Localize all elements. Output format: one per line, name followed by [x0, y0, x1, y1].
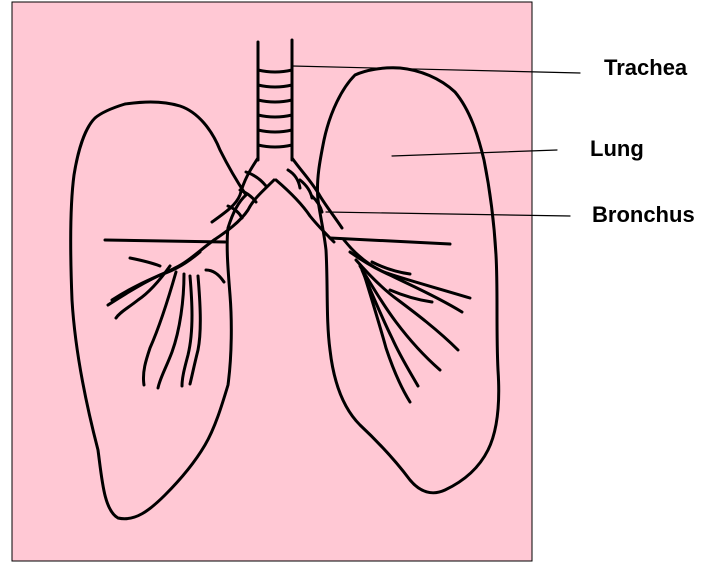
lung-label: Lung	[590, 138, 644, 160]
trachea-label: Trachea	[604, 57, 687, 79]
bronchus-label: Bronchus	[592, 204, 695, 226]
